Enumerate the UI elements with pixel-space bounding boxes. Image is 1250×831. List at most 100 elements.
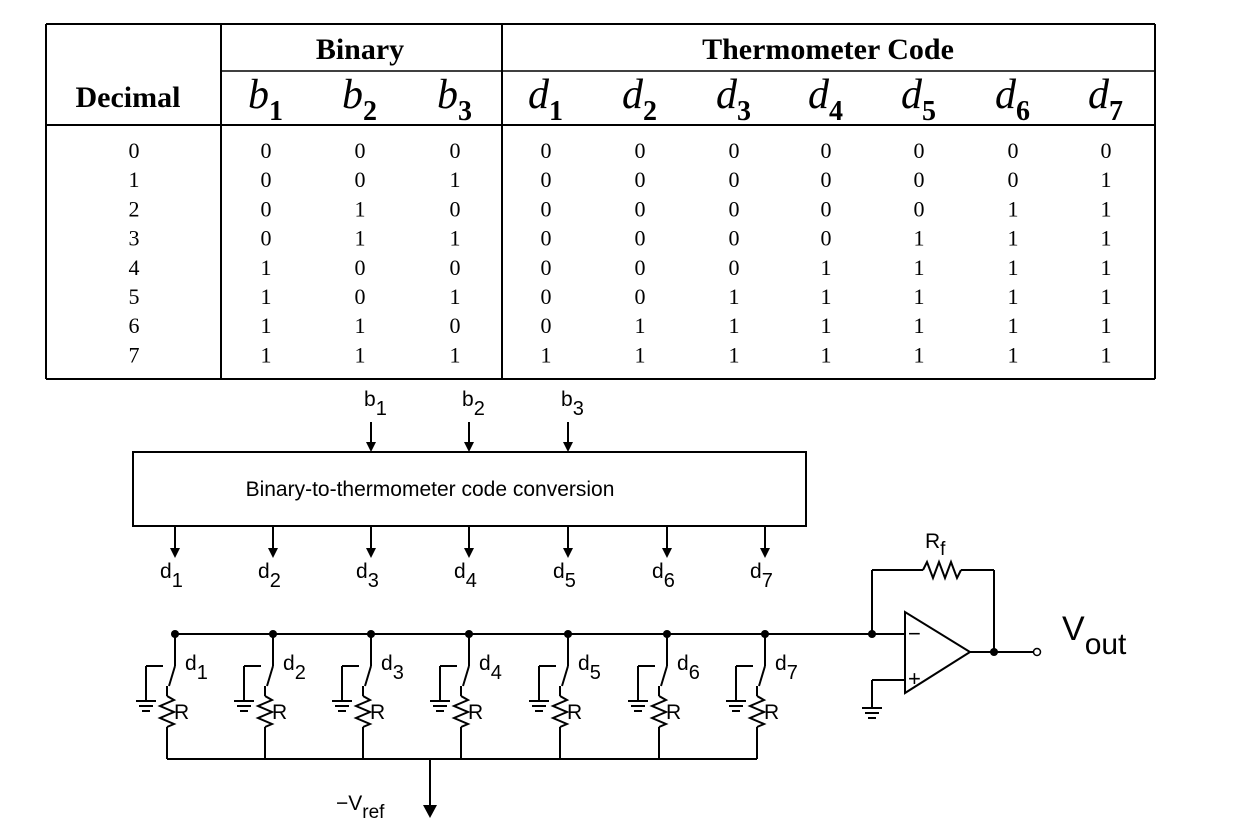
switch-blade <box>660 665 668 687</box>
thermometer-column-header: d1 <box>528 72 563 127</box>
binary-column-header: b2 <box>342 72 377 127</box>
switch-control-label-letter: d <box>775 652 787 675</box>
thermometer-cell: 1 <box>1008 255 1019 280</box>
thermometer-cell: 0 <box>541 226 552 251</box>
thermometer-cell: 0 <box>729 167 740 192</box>
converter-output-label-letter: d <box>258 560 270 583</box>
converter-output-label: d1 <box>160 560 183 592</box>
converter-input-arrow-head <box>563 442 573 452</box>
rf-subscript: f <box>940 539 946 560</box>
thermometer-cell: 0 <box>541 313 552 338</box>
thermometer-cell: 1 <box>1008 313 1019 338</box>
binary-column-subscript: 2 <box>363 96 377 127</box>
thermometer-cell: 0 <box>541 167 552 192</box>
thermometer-cell: 1 <box>1101 284 1112 309</box>
resistor-label: R <box>764 701 779 724</box>
converter-output-arrow-head <box>366 548 376 558</box>
binary-cell: 0 <box>261 138 272 163</box>
converter-output-label: d4 <box>454 560 477 592</box>
binary-column-subscript: 3 <box>458 96 472 127</box>
opamp-triangle <box>904 610 972 695</box>
binary-cell: 1 <box>450 226 461 251</box>
converter-output-arrow-head <box>563 548 573 558</box>
converter-input-label-subscript: 3 <box>573 398 584 420</box>
thermometer-cell: 1 <box>1008 284 1019 309</box>
binary-cell: 0 <box>450 313 461 338</box>
converter-input-label-letter: b <box>561 388 573 411</box>
thermometer-cell: 0 <box>821 167 832 192</box>
bus-node <box>269 630 277 638</box>
converter-output-label-letter: d <box>160 560 172 583</box>
opamp-inverting-sign: − <box>908 621 921 646</box>
bus-node <box>761 630 769 638</box>
bus-node <box>663 630 671 638</box>
thermometer-column-letter: d <box>808 72 830 118</box>
converter-output-arrow-head <box>170 548 180 558</box>
converter-output-label-letter: d <box>652 560 664 583</box>
converter-input-arrow-head <box>366 442 376 452</box>
converter-input-label-subscript: 2 <box>474 398 485 420</box>
feedback-resistor-label: Rf <box>925 530 946 560</box>
bus-node <box>564 630 572 638</box>
thermometer-cell: 1 <box>1008 196 1019 221</box>
thermometer-cell: 0 <box>729 226 740 251</box>
converter-input-label-letter: b <box>364 388 376 411</box>
thermometer-cell: 0 <box>729 196 740 221</box>
vout-subscript: out <box>1085 628 1127 661</box>
decimal-cell: 0 <box>129 138 140 163</box>
thermometer-cell: 1 <box>821 284 832 309</box>
binary-cell: 1 <box>261 342 272 367</box>
converter-input-label: b1 <box>364 388 387 420</box>
thermometer-cell: 0 <box>821 138 832 163</box>
binary-cell: 0 <box>355 167 366 192</box>
thermometer-column-header: d6 <box>995 72 1030 127</box>
binary-column-header: b3 <box>437 72 472 127</box>
converter-output-label-letter: d <box>750 560 762 583</box>
binary-column-subscript: 1 <box>269 96 283 127</box>
binary-cell: 1 <box>355 226 366 251</box>
thermometer-column-letter: d <box>528 72 550 118</box>
thermometer-cell: 1 <box>914 255 925 280</box>
thermometer-column-header: d3 <box>716 72 751 127</box>
output-terminal <box>1032 647 1042 657</box>
thermometer-cell: 0 <box>635 255 646 280</box>
converter-output-label-letter: d <box>553 560 565 583</box>
converter-output-arrow-head <box>464 548 474 558</box>
converter-input-label-letter: b <box>462 388 474 411</box>
thermometer-cell: 1 <box>729 313 740 338</box>
thermometer-cell: 1 <box>914 226 925 251</box>
resistor-label: R <box>468 701 483 724</box>
switch-control-label-subscript: 5 <box>590 662 601 684</box>
thermometer-cell: 0 <box>821 226 832 251</box>
resistor-label: R <box>567 701 582 724</box>
resistor-symbol <box>451 695 471 728</box>
thermometer-cell: 0 <box>541 138 552 163</box>
resistor-label: R <box>272 701 287 724</box>
binary-cell: 1 <box>450 342 461 367</box>
binary-cell: 1 <box>450 167 461 192</box>
converter-output-label-subscript: 1 <box>172 570 183 592</box>
switch-blade <box>168 665 176 687</box>
thermometer-cell: 1 <box>635 342 646 367</box>
thermometer-column-letter: d <box>995 72 1017 118</box>
converter-output-label: d5 <box>553 560 576 592</box>
resistor-label: R <box>666 701 681 724</box>
converter-block: Binary-to-thermometer code conversion b1… <box>132 388 807 592</box>
decimal-cell: 6 <box>129 313 140 338</box>
bus-node <box>171 630 179 638</box>
converter-output-arrow-head <box>268 548 278 558</box>
thermometer-cell: 1 <box>1101 342 1112 367</box>
switch-control-label-letter: d <box>677 652 689 675</box>
decimal-cell: 7 <box>129 342 140 367</box>
decimal-cell: 3 <box>129 226 140 251</box>
converter-output-label-subscript: 7 <box>762 570 773 592</box>
binary-column-letter: b <box>342 72 363 118</box>
converter-output-label-subscript: 5 <box>565 570 576 592</box>
